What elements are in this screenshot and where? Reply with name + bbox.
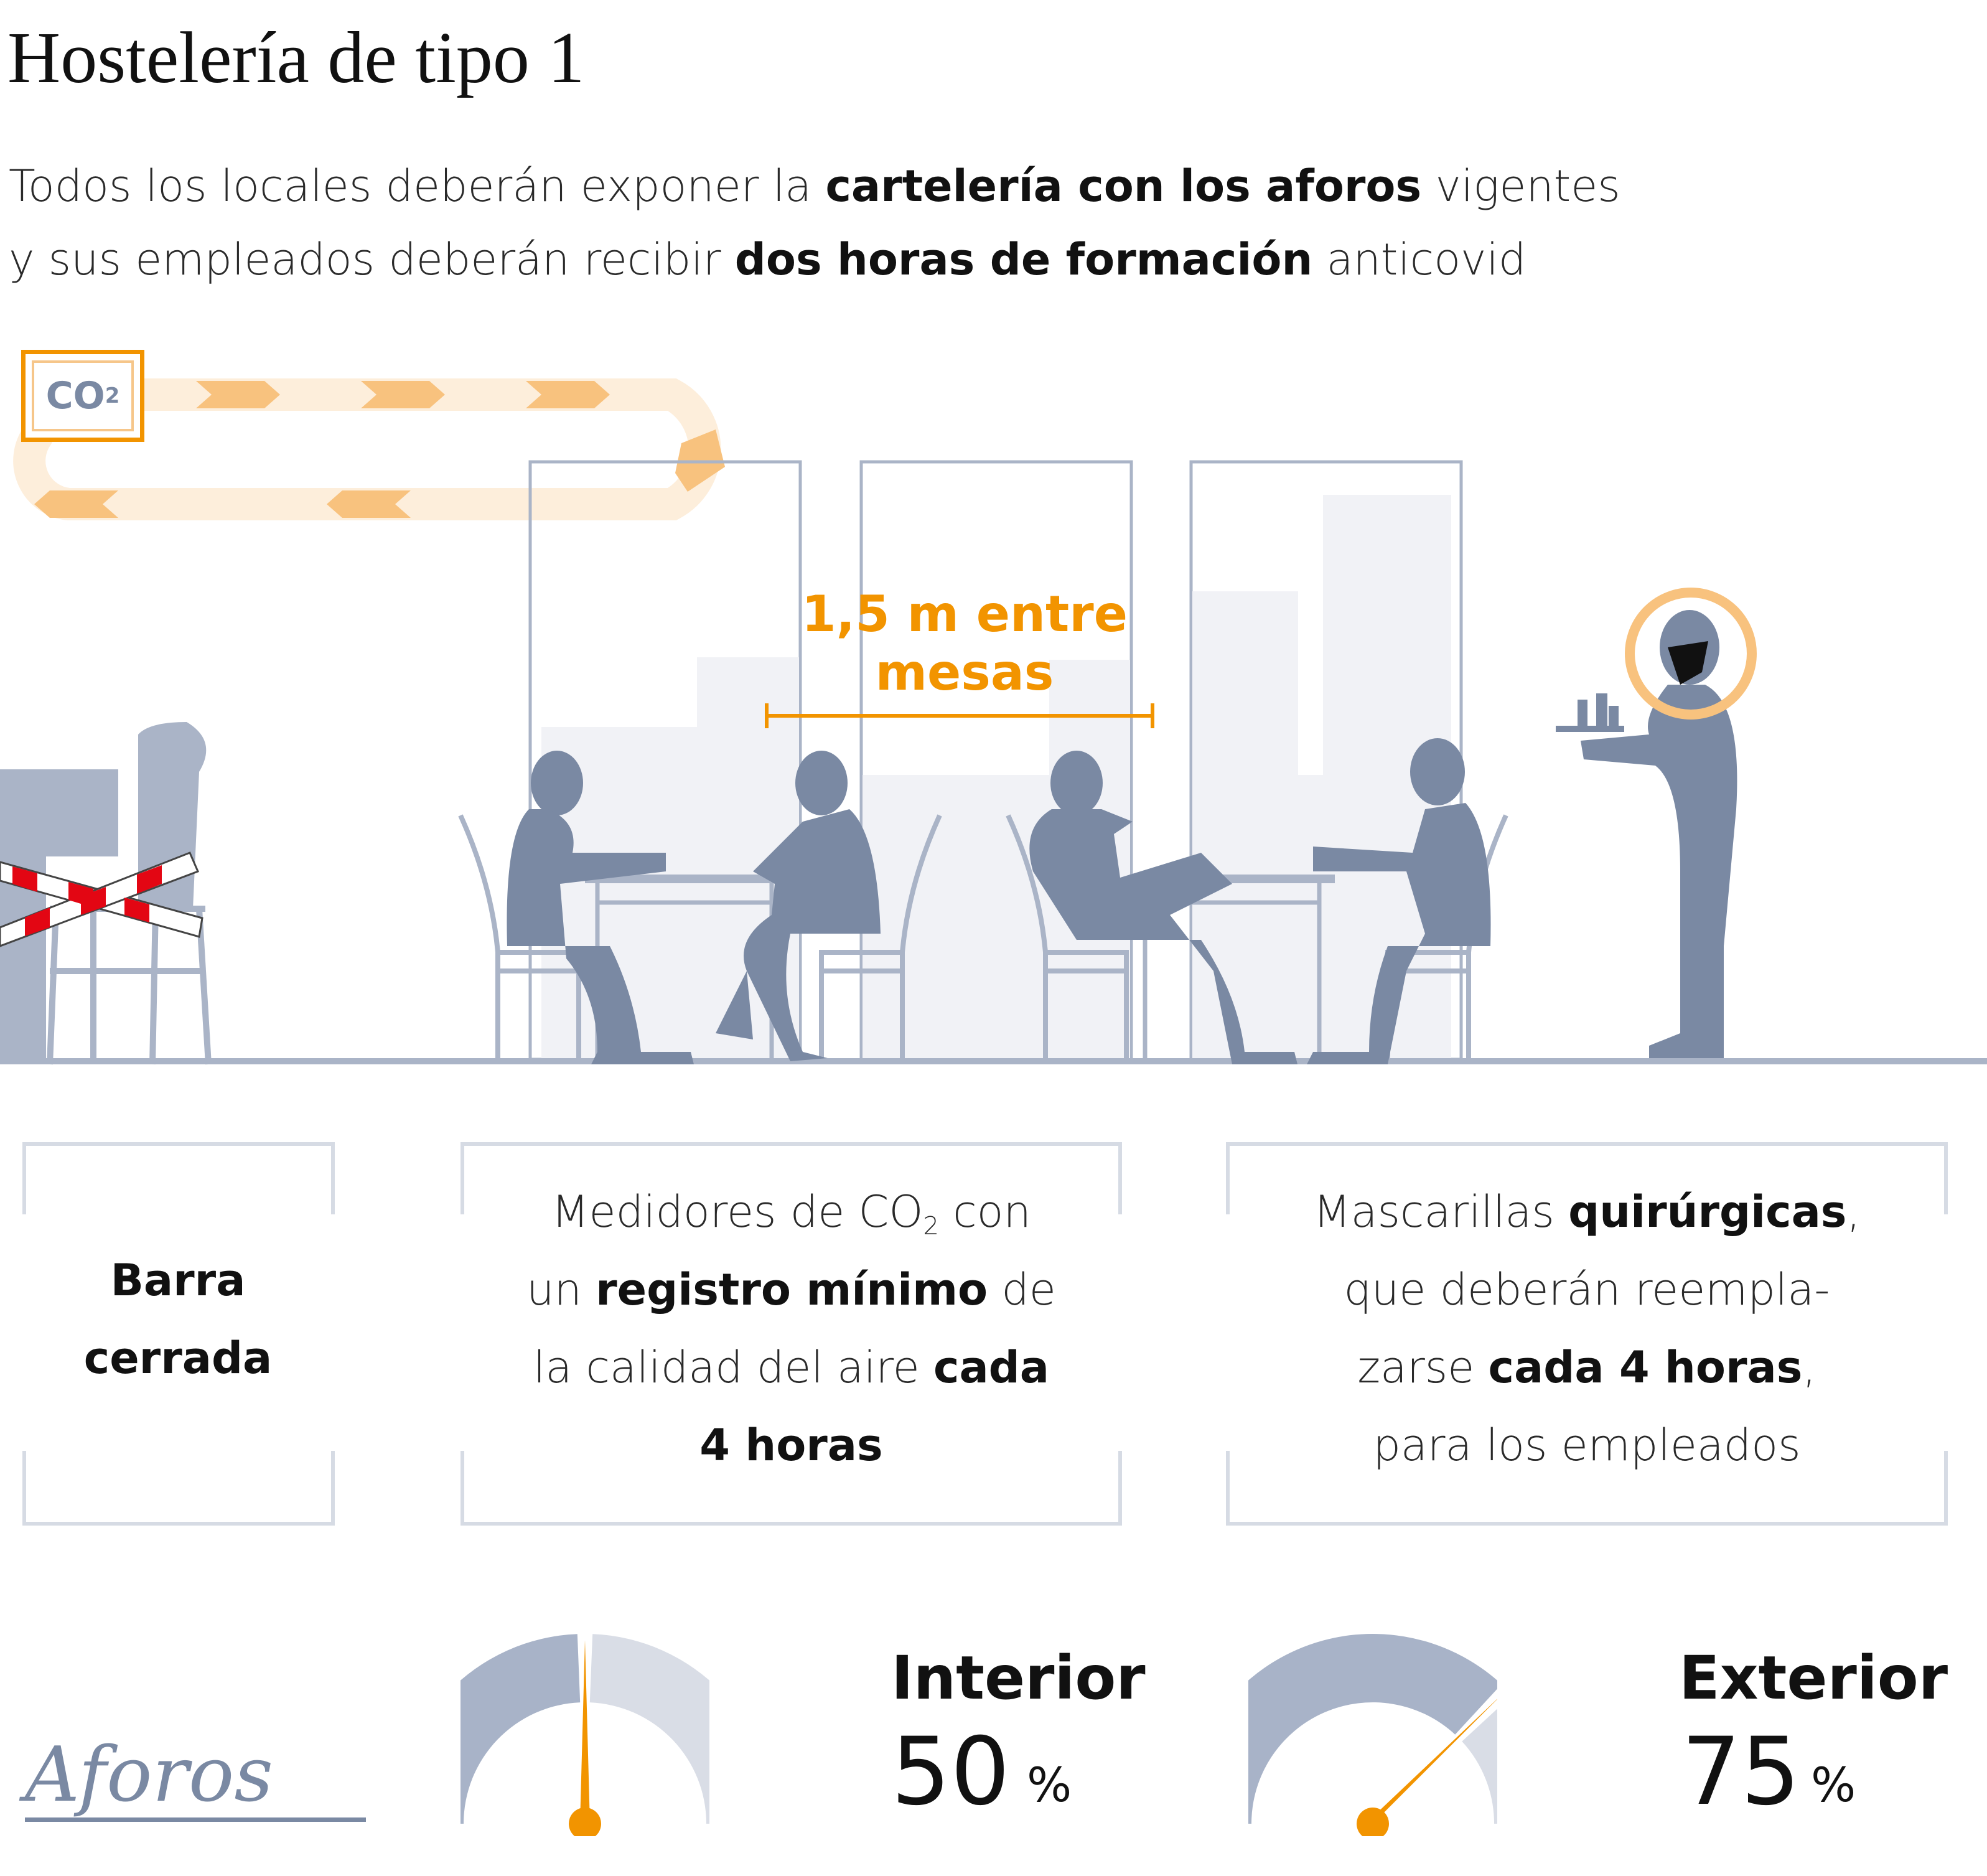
intro-line-1: Todos los locales deberán exponer la car… bbox=[9, 149, 1938, 223]
masks-box bbox=[1225, 1142, 1949, 1526]
co2-bold-3: cada bbox=[933, 1342, 1050, 1393]
aforos-logo: Aforos bbox=[25, 1730, 273, 1819]
co2-text-2a: un bbox=[526, 1264, 596, 1315]
co2-text-1b: con bbox=[938, 1186, 1031, 1237]
barrier-tape bbox=[0, 851, 203, 947]
masks-line-4: para los empleados bbox=[1226, 1407, 1948, 1484]
co2-text-3a: la calidad del aire bbox=[533, 1342, 933, 1393]
masks-text-3a: zarse bbox=[1357, 1342, 1489, 1393]
exterior-capacity-gauge bbox=[1248, 1634, 1497, 1836]
interior-unit: % bbox=[1027, 1757, 1072, 1813]
logo-underline bbox=[25, 1817, 366, 1822]
exterior-label: Exterior bbox=[1679, 1643, 1948, 1713]
co2-text-1sub: 2 bbox=[923, 1212, 939, 1241]
masks-text-2a: que deberán reempla- bbox=[1344, 1264, 1830, 1315]
co2-bold-4: 4 horas bbox=[699, 1420, 883, 1471]
bar-closed-line-2: cerrada bbox=[22, 1320, 334, 1397]
masks-line-1: Mascarillas quirúrgicas, bbox=[1226, 1173, 1948, 1251]
intro-text-1c: vigentes bbox=[1421, 161, 1620, 212]
bar-closed-line-1: Barra bbox=[22, 1242, 334, 1320]
gauge-filled-arc bbox=[461, 1634, 581, 1824]
diners bbox=[507, 738, 1491, 1064]
distance-label-line-2: mesas bbox=[875, 644, 1054, 701]
restaurant-illustration bbox=[0, 378, 1987, 1065]
co2-meter-line-1: Medidores de CO2 con bbox=[461, 1173, 1122, 1251]
co2-bold-2: registro mínimo bbox=[596, 1264, 988, 1315]
masks-text-1c: , bbox=[1846, 1186, 1861, 1237]
distance-label: 1,5 m entre mesas bbox=[765, 585, 1164, 702]
masks-text: Mascarillas quirúrgicas, que deberán ree… bbox=[1226, 1173, 1948, 1484]
co2-meter-line-4: 4 horas bbox=[461, 1407, 1122, 1484]
interior-label: Interior bbox=[891, 1643, 1146, 1713]
gauge-empty-arc bbox=[1462, 1709, 1497, 1824]
masks-text-1a: Mascarillas bbox=[1313, 1186, 1569, 1237]
distance-marker bbox=[765, 703, 1154, 728]
intro-text-1a: Todos los locales deberán exponer la bbox=[9, 161, 826, 212]
co2-text-2c: de bbox=[988, 1264, 1056, 1315]
waiter bbox=[1556, 588, 1757, 1058]
gauge-hub bbox=[1357, 1808, 1389, 1836]
city-skyline bbox=[541, 495, 1451, 1059]
intro-text: Todos los locales deberán exponer la car… bbox=[9, 149, 1938, 296]
floor-line bbox=[0, 1058, 1987, 1064]
gauge-hub bbox=[569, 1808, 601, 1836]
co2-badge-text: CO bbox=[45, 374, 105, 418]
co2-text-1a: Medidores de CO bbox=[551, 1186, 923, 1237]
intro-text-2a: y sus empleados deberán recibir bbox=[9, 234, 735, 285]
bar-closed-box bbox=[21, 1142, 336, 1526]
gauge-filled-arc bbox=[1248, 1634, 1497, 1824]
intro-bold-1: cartelería con los aforos bbox=[825, 161, 1422, 212]
bar-closed-bold-1: Barra bbox=[110, 1255, 246, 1306]
co2-meter-box bbox=[459, 1142, 1123, 1526]
intro-bold-2: dos horas de formación bbox=[734, 234, 1313, 285]
masks-bold-3: cada 4 horas bbox=[1488, 1342, 1803, 1393]
co2-meter-line-2: un registro mínimo de bbox=[461, 1251, 1122, 1329]
page-title: Hostelería de tipo 1 bbox=[7, 17, 585, 98]
intro-line-2: y sus empleados deberán recibir dos hora… bbox=[9, 223, 1938, 296]
masks-line-2: que deberán reempla- bbox=[1226, 1251, 1948, 1329]
exterior-value: 75 bbox=[1681, 1718, 1800, 1826]
masks-bold-1: quirúrgicas bbox=[1568, 1186, 1847, 1237]
masks-text-4a: para los empleados bbox=[1373, 1420, 1801, 1471]
distance-label-line-1: 1,5 m entre bbox=[802, 585, 1128, 643]
bar-closed-bold-2: cerrada bbox=[83, 1333, 273, 1384]
co2-meter-line-3: la calidad del aire cada bbox=[461, 1329, 1122, 1407]
bar-closed-text: Barra cerrada bbox=[22, 1242, 334, 1397]
gauge-needle bbox=[580, 1640, 590, 1824]
masks-line-3: zarse cada 4 horas, bbox=[1226, 1329, 1948, 1407]
co2-meter-text: Medidores de CO2 con un registro mínimo … bbox=[461, 1173, 1122, 1484]
interior-value: 50 bbox=[891, 1718, 1010, 1826]
interior-capacity-gauge bbox=[461, 1634, 709, 1836]
masks-text-3c: , bbox=[1802, 1342, 1816, 1393]
intro-text-2c: anticovid bbox=[1312, 234, 1526, 285]
exterior-unit: % bbox=[1811, 1757, 1856, 1813]
gauge-empty-arc bbox=[589, 1634, 709, 1824]
